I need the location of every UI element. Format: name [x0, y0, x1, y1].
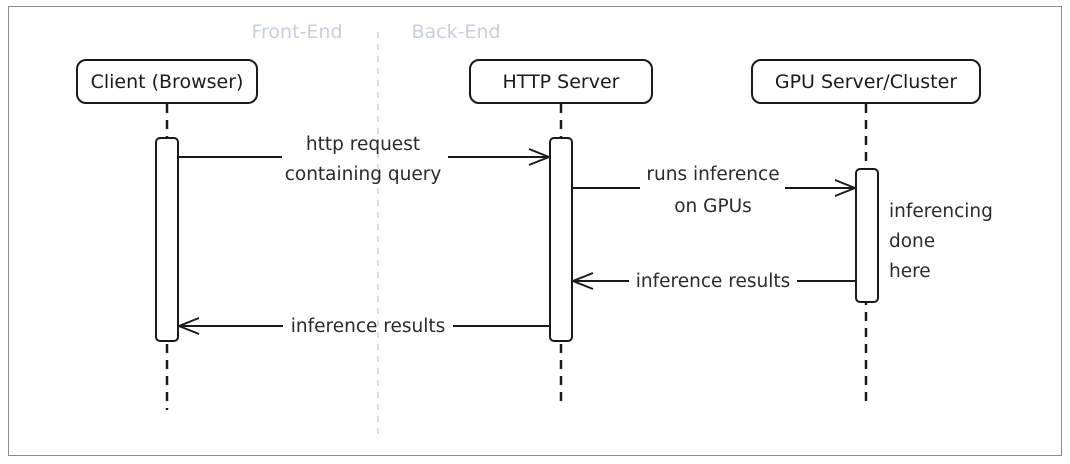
message-results-http-to-client: inference results: [291, 316, 445, 337]
activation-gpu-server: [855, 168, 879, 303]
zone-label-back-end: Back-End: [411, 21, 500, 43]
actor-http-server[interactable]: HTTP Server: [469, 59, 653, 104]
actor-http-server-label: HTTP Server: [503, 71, 620, 93]
message-inference-line2: on GPUs: [674, 196, 752, 217]
activation-client: [155, 137, 179, 342]
activation-http-server: [549, 137, 573, 342]
actor-client-label: Client (Browser): [91, 71, 244, 93]
zone-label-front-end: Front-End: [251, 21, 342, 43]
actor-gpu-server-label: GPU Server/Cluster: [775, 71, 957, 93]
message-results-gpu-to-http: inference results: [636, 271, 790, 292]
note-gpu-line2: done: [889, 231, 935, 252]
note-gpu-line1: inferencing: [889, 201, 993, 222]
actor-client[interactable]: Client (Browser): [76, 59, 258, 104]
actor-client-box: [76, 59, 258, 104]
message-request-line1: http request: [306, 134, 420, 155]
actor-http-server-box: [469, 59, 653, 104]
note-gpu-line3: here: [889, 261, 931, 282]
actor-gpu-server-box: [751, 59, 981, 104]
actor-gpu-server[interactable]: GPU Server/Cluster: [751, 59, 981, 104]
message-inference-line1: runs inference: [646, 164, 779, 185]
message-request-line2: containing query: [285, 164, 442, 185]
